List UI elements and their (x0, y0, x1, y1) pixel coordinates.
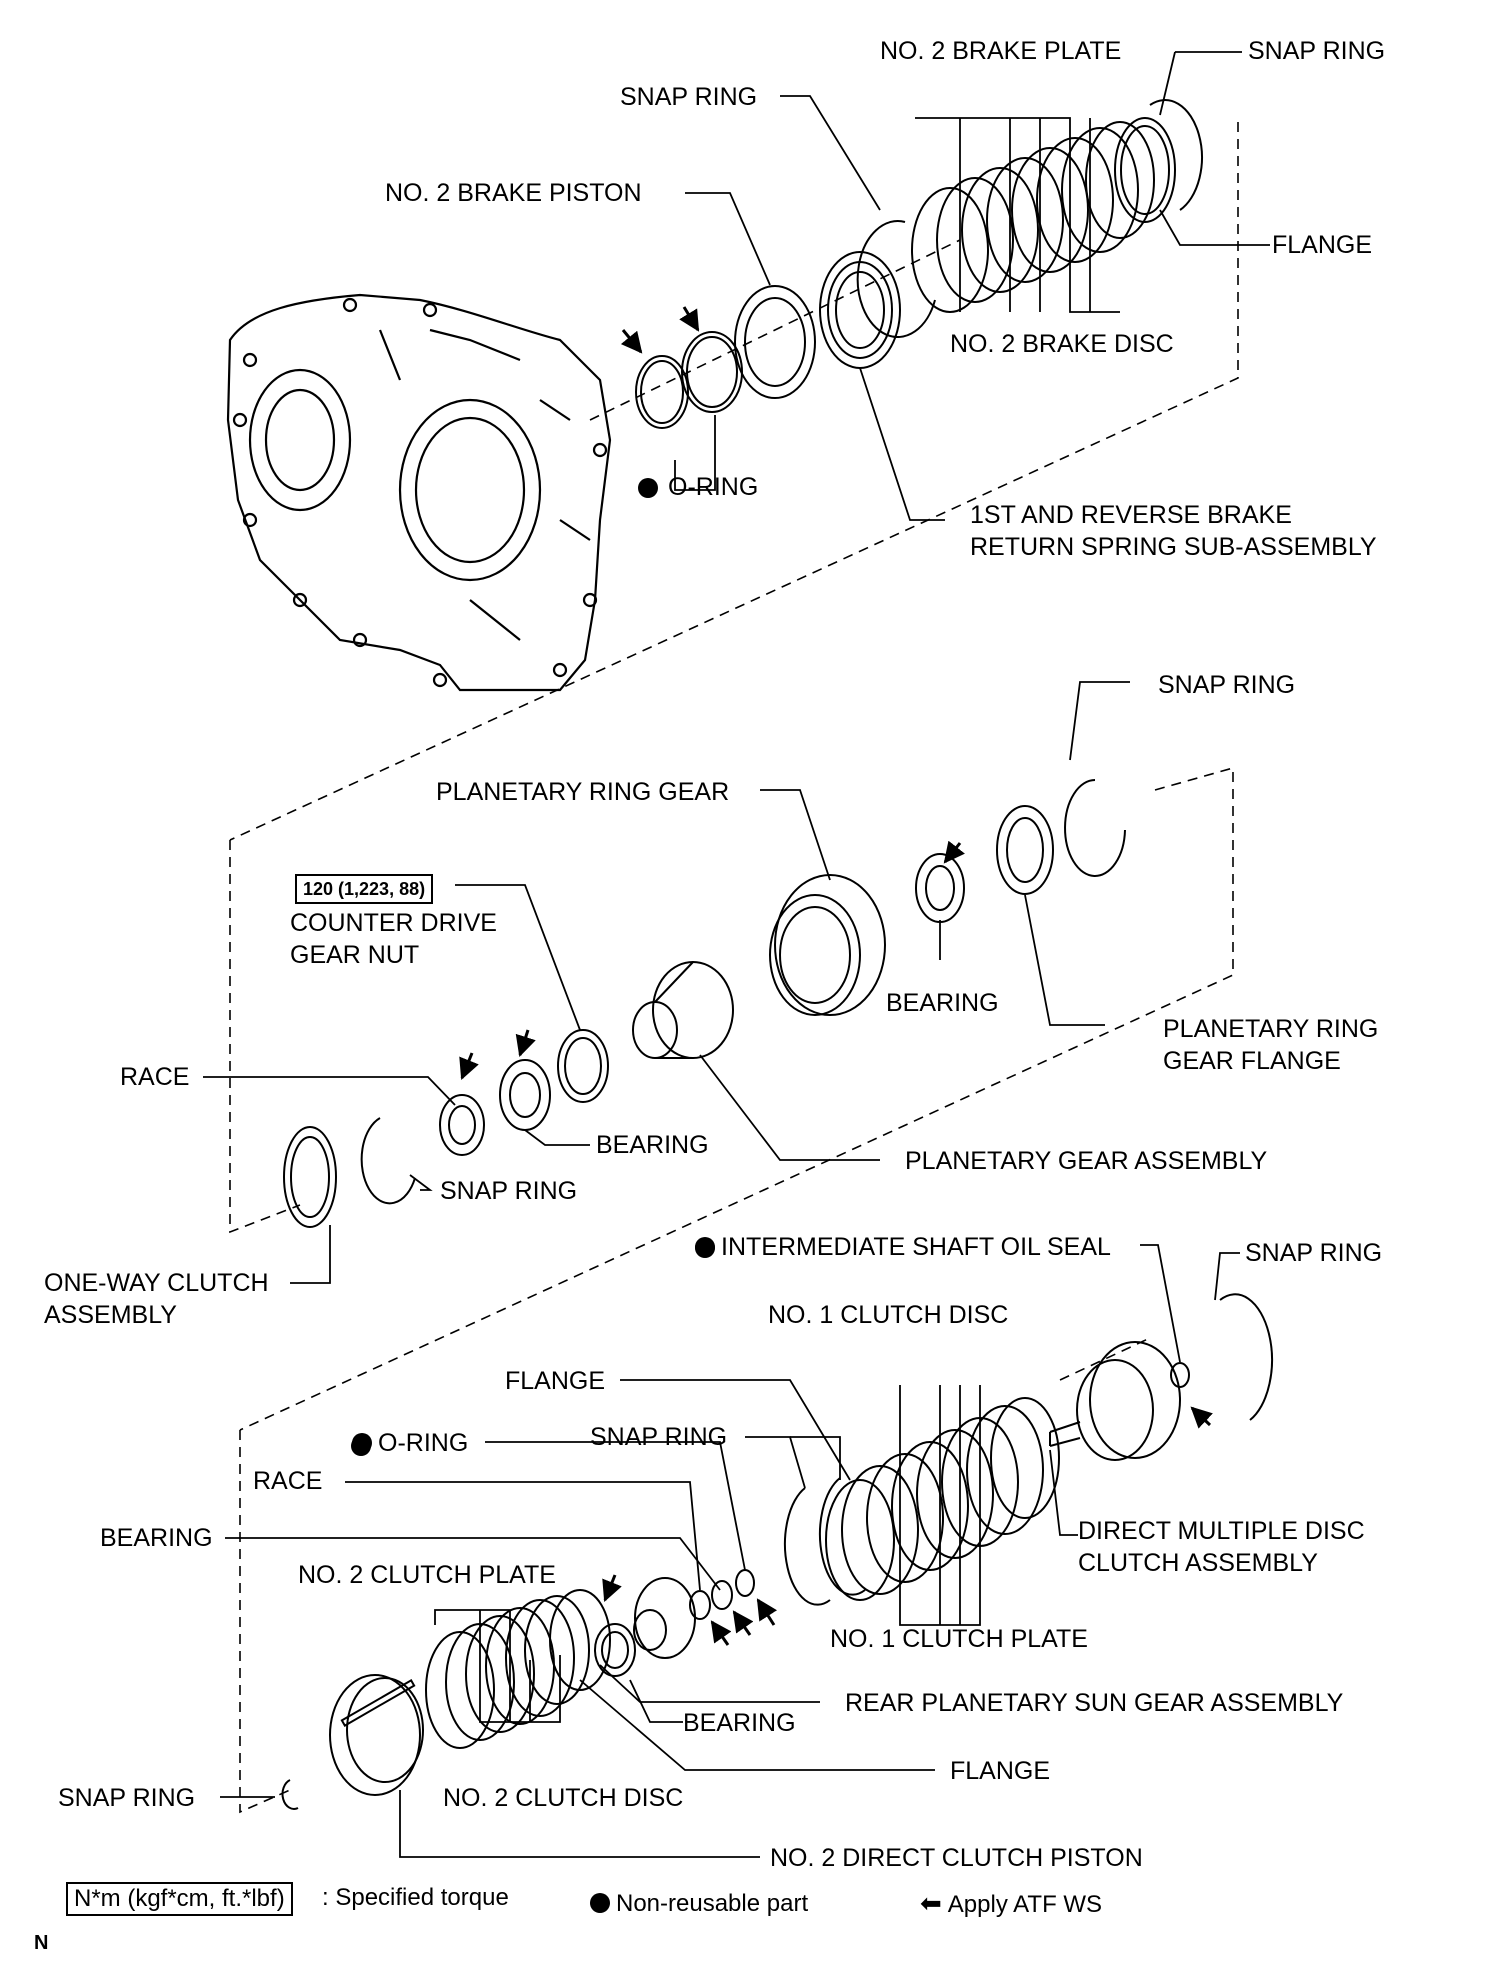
label-one-way-line2: ASSEMBLY (44, 1301, 177, 1329)
apply-atf-arrows (459, 306, 1213, 1646)
counter-drive-gear-nut (557, 1029, 609, 1103)
label-no2-brake-piston: NO. 2 BRAKE PISTON (385, 179, 642, 207)
flange-top (1114, 117, 1176, 223)
no1-clutch-plates-discs (841, 1397, 1060, 1595)
non-reusable-dot-icon (352, 1433, 372, 1453)
label-snap-ring-mid-lower: SNAP RING (440, 1177, 578, 1205)
direct-multiple-disc-clutch-assembly (1049, 1341, 1181, 1461)
label-planetary-gear-assembly: PLANETARY GEAR ASSEMBLY (905, 1147, 1268, 1175)
label-o-ring-top: O-RING (668, 473, 759, 501)
snap-ring-low (784, 1477, 866, 1606)
bearing-low (711, 1580, 733, 1610)
bearing-mid (499, 1059, 551, 1131)
label-bearing-mid-right: BEARING (886, 989, 999, 1017)
label-return-spring-line2: RETURN SPRING SUB-ASSEMBLY (970, 533, 1377, 561)
label-no1-clutch-plate: NO. 1 CLUTCH PLATE (830, 1625, 1088, 1653)
non-reusable-dot-icon (590, 1893, 610, 1913)
one-way-clutch-assembly (283, 1126, 337, 1228)
label-counter-drive-line2: GEAR NUT (290, 941, 420, 969)
legend-nonreusable-text: Non-reusable part (616, 1890, 809, 1917)
assembly-boundary-lines (229, 122, 1239, 1814)
label-oil-seal-text: INTERMEDIATE SHAFT OIL SEAL (721, 1233, 1111, 1261)
corner-mark: N (34, 1932, 49, 1954)
snap-ring-top-right (1149, 99, 1203, 211)
label-direct-clutch-line2: CLUTCH ASSEMBLY (1078, 1549, 1318, 1577)
legend-torque-unit: N*m (kgf*cm, ft.*lbf) (66, 1882, 293, 1916)
legend-atf-text: Apply ATF WS (947, 1891, 1103, 1918)
o-ring-2 (681, 331, 743, 413)
label-oil-seal: INTERMEDIATE SHAFT OIL SEAL (695, 1232, 1111, 1263)
apply-atf-arrow-icon: ⬅ (920, 1888, 942, 1918)
transmission-case-housing (226, 293, 612, 692)
label-no2-clutch-plate: NO. 2 CLUTCH PLATE (298, 1561, 556, 1589)
legend-atf: ⬅Apply ATF WS (920, 1888, 1102, 1920)
label-flange-bottom: FLANGE (950, 1757, 1051, 1785)
snap-ring-top (856, 220, 936, 339)
label-flange-low: FLANGE (505, 1367, 606, 1395)
label-snap-ring-top-right: SNAP RING (1248, 37, 1386, 65)
label-planetary-ring-gear: PLANETARY RING GEAR (436, 778, 730, 806)
no2-brake-piston (734, 285, 816, 399)
planetary-ring-gear (769, 874, 886, 1016)
label-snap-ring-bottom: SNAP RING (58, 1784, 196, 1812)
leader-lines (203, 51, 1270, 1858)
label-bearing-bottom: BEARING (683, 1709, 796, 1737)
o-ring-low (735, 1569, 755, 1597)
bearing-mid-right (915, 853, 965, 923)
label-counter-drive-line1: COUNTER DRIVE (290, 909, 497, 937)
legend-nonreusable: Non-reusable part (590, 1888, 808, 1919)
race-mid (439, 1094, 485, 1156)
no2-clutch-plates-discs (425, 1595, 590, 1749)
label-o-ring-low: O-RING (352, 1428, 468, 1459)
snap-ring-mid-lower (360, 1117, 416, 1205)
label-no2-clutch-disc: NO. 2 CLUTCH DISC (443, 1784, 684, 1812)
o-ring-1 (635, 355, 689, 429)
planetary-gear-assembly (632, 961, 734, 1059)
flange-low (825, 1479, 895, 1601)
legend-torque-text: : Specified torque (322, 1884, 509, 1911)
label-no1-clutch-disc: NO. 1 CLUTCH DISC (768, 1301, 1009, 1329)
label-no2-brake-disc: NO. 2 BRAKE DISC (950, 330, 1174, 358)
planetary-ring-gear-flange (996, 805, 1054, 895)
label-o-ring-low-text: O-RING (378, 1429, 469, 1457)
label-direct-clutch-line1: DIRECT MULTIPLE DISC (1078, 1517, 1365, 1545)
label-snap-ring-low: SNAP RING (590, 1423, 728, 1451)
brake-plates-discs (911, 121, 1155, 313)
non-reusable-dot-icon (695, 1237, 715, 1257)
intermediate-shaft-oil-seal (1170, 1362, 1190, 1388)
label-snap-ring-top: SNAP RING (620, 83, 758, 111)
no2-direct-clutch-piston (329, 1674, 424, 1796)
race-low (689, 1590, 711, 1620)
snap-ring-mid (1064, 779, 1126, 877)
return-spring-sub-assembly (819, 251, 901, 369)
label-no2-brake-plate: NO. 2 BRAKE PLATE (880, 37, 1122, 65)
label-return-spring-line1: 1ST AND REVERSE BRAKE (970, 501, 1292, 529)
label-bearing-mid: BEARING (596, 1131, 709, 1159)
snap-ring-low-right (1219, 1293, 1273, 1421)
label-one-way-line1: ONE-WAY CLUTCH (44, 1269, 269, 1297)
snap-ring-bottom (281, 1779, 299, 1810)
label-race-mid: RACE (120, 1063, 190, 1091)
label-bearing-low: BEARING (100, 1524, 213, 1552)
label-rear-sun-gear: REAR PLANETARY SUN GEAR ASSEMBLY (845, 1689, 1344, 1717)
bearing-bottom (594, 1623, 636, 1677)
label-race-low: RACE (253, 1467, 323, 1495)
label-planetary-ring-flange-line2: GEAR FLANGE (1163, 1047, 1341, 1075)
label-snap-ring-low-right: SNAP RING (1245, 1239, 1383, 1267)
label-snap-ring-mid: SNAP RING (1158, 671, 1296, 699)
label-no2-direct-piston: NO. 2 DIRECT CLUTCH PISTON (770, 1844, 1143, 1872)
label-planetary-ring-flange-line1: PLANETARY RING (1163, 1015, 1379, 1043)
label-flange-top: FLANGE (1272, 231, 1373, 259)
rear-planetary-sun-gear-assembly (633, 1577, 696, 1659)
torque-spec-box: 120 (1,223, 88) (295, 874, 434, 904)
flange-bottom (549, 1589, 611, 1691)
